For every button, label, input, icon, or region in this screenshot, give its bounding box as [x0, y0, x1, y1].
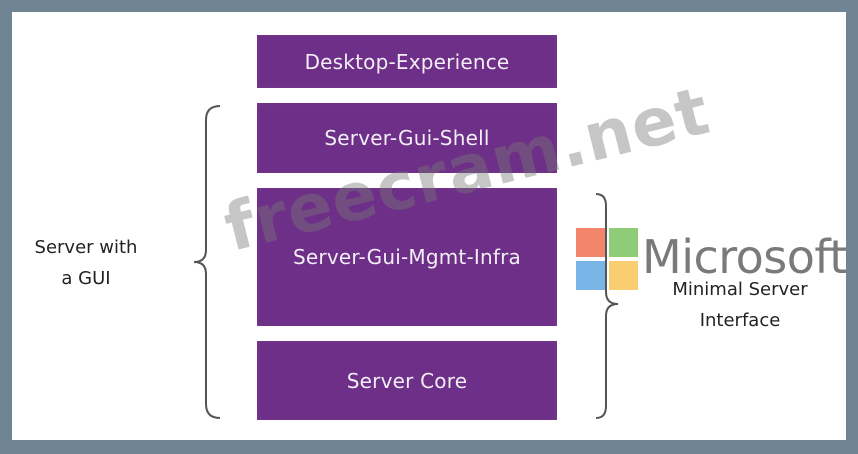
- minimal-server-line1: Minimal Server: [672, 279, 808, 300]
- microsoft-logo-yellow-square: [609, 261, 638, 290]
- microsoft-logo-red-square: [576, 228, 605, 257]
- layer-server-gui-mgmt-infra: Server-Gui-Mgmt-Infra: [257, 188, 557, 326]
- minimal-server-interface-label: Minimal Server Interface: [640, 274, 840, 336]
- layer-server-core-label: Server Core: [346, 368, 468, 393]
- server-with-gui-line1: Server with: [34, 237, 138, 258]
- microsoft-logo-blue-square: [576, 261, 605, 290]
- server-with-gui-label: Server with a GUI: [16, 232, 156, 294]
- minimal-server-line2: Interface: [699, 310, 781, 331]
- server-with-gui-line2: a GUI: [61, 268, 111, 289]
- microsoft-wordmark: Microsoft: [642, 230, 847, 284]
- layer-server-core: Server Core: [257, 341, 557, 420]
- microsoft-logo-icon: [576, 228, 638, 290]
- layer-server-gui-shell: Server-Gui-Shell: [257, 103, 557, 173]
- server-with-gui-brace: [193, 105, 221, 419]
- microsoft-logo-green-square: [609, 228, 638, 257]
- layer-server-gui-mgmt-infra-label: Server-Gui-Mgmt-Infra: [293, 245, 521, 269]
- layer-desktop-experience-label: Desktop-Experience: [304, 49, 510, 74]
- layer-desktop-experience: Desktop-Experience: [257, 35, 557, 88]
- layer-server-gui-shell-label: Server-Gui-Shell: [324, 126, 490, 150]
- diagram-frame: Desktop-Experience Server-Gui-Shell Serv…: [12, 12, 847, 440]
- minimal-server-brace: [595, 193, 619, 419]
